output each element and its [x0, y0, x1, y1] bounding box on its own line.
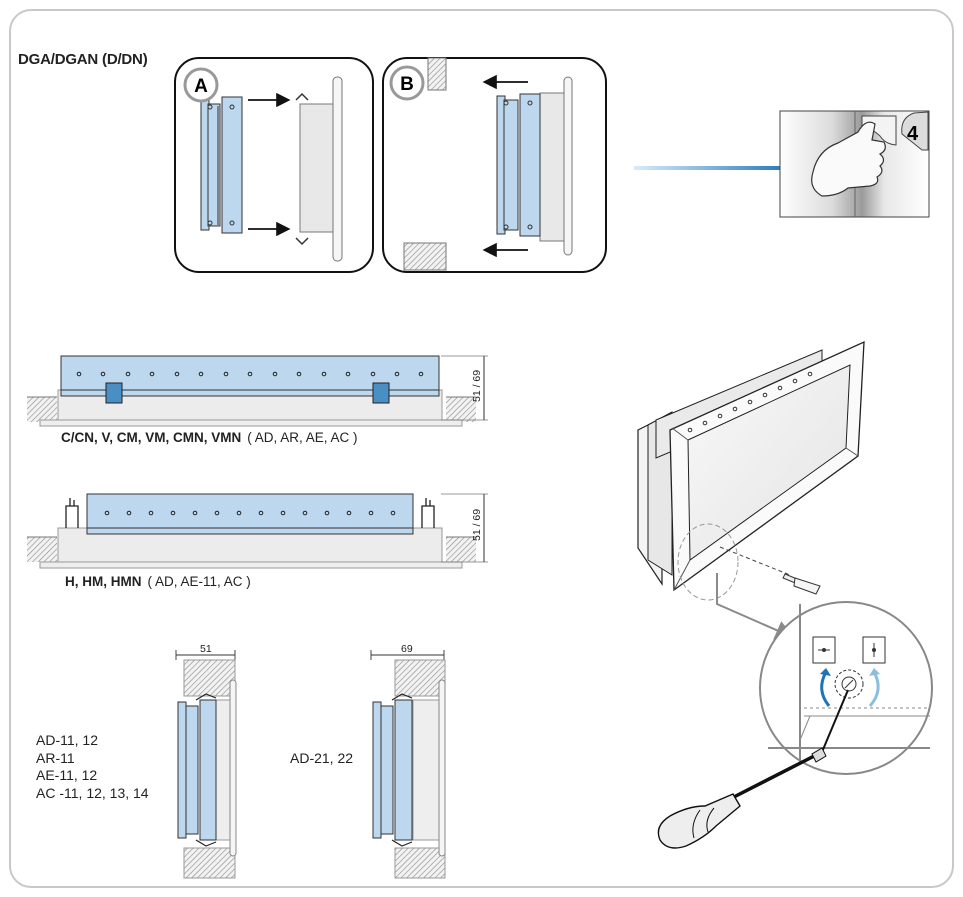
figure-2-dimension: 51 / 69	[471, 509, 483, 541]
figure-1-models: C/CN, V, CM, VM, CMN, VMN	[61, 430, 242, 445]
depth-69-label: 69	[401, 643, 413, 655]
screwdriver-icon	[657, 689, 849, 849]
step-b-label: B	[400, 74, 414, 95]
detail-magnifier	[759, 601, 933, 775]
step-4-box: 4	[779, 110, 930, 218]
page-title: DGA/DGAN (D/DN)	[18, 51, 148, 68]
step-b-badge	[389, 65, 425, 101]
figure-1-dimension: 51 / 69	[471, 370, 483, 402]
codes-left: AD-11, 12 AR-11 AE-11, 12 AC -11, 12, 13…	[36, 732, 149, 802]
step-a-label: A	[194, 76, 208, 97]
code-line: AR-11	[36, 749, 75, 766]
figure-1-caption: C/CN, V, CM, VM, CMN, VMN ( AD, AR, AE, A…	[61, 430, 358, 445]
code-line: AC -11, 12, 13, 14	[36, 784, 149, 801]
figure-1-variants: ( AD, AR, AE, AC )	[247, 430, 358, 445]
panel-b: B	[382, 57, 607, 273]
code-line: AE-11, 12	[36, 767, 98, 783]
figure-1-top-view: 51 / 69	[27, 355, 488, 427]
depth-51-label: 51	[200, 643, 212, 655]
panel-a: A	[174, 57, 374, 273]
step-4-label: 4	[907, 123, 919, 145]
step-a-badge	[183, 67, 219, 103]
perspective-unit	[637, 340, 865, 640]
figure-2-variants: ( AD, AE-11, AC )	[147, 574, 251, 589]
figure-2-models: H, HM, HMN	[65, 574, 142, 589]
figure-2-top-view: 51 / 69	[27, 493, 488, 569]
figure-2-caption: H, HM, HMN ( AD, AE-11, AC )	[65, 574, 251, 589]
code-line: AD-11, 12	[36, 732, 98, 748]
side-section-51: 51	[175, 643, 237, 879]
side-section-69: 69	[370, 643, 446, 879]
diagram-frame	[9, 9, 954, 888]
codes-right: AD-21, 22	[290, 750, 354, 766]
